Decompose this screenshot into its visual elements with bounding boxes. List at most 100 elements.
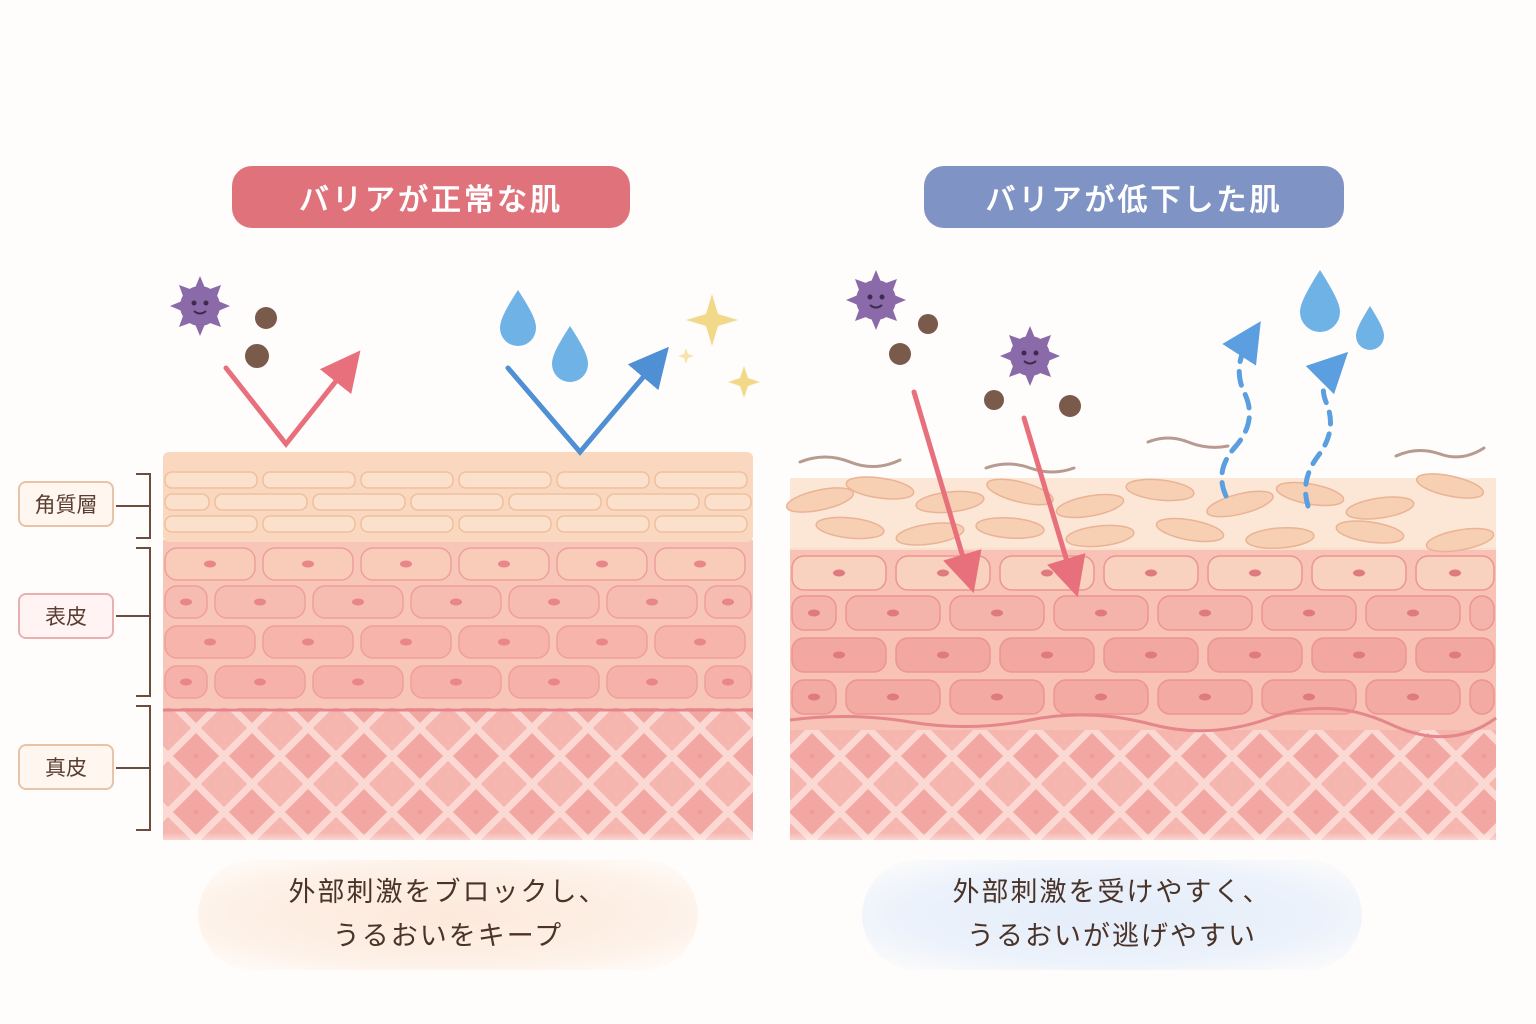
germ-icon [170,276,230,336]
cell-nucleus [254,678,266,686]
cell-nucleus [1041,569,1053,577]
title-healthy-barrier: バリアが正常な肌 [232,166,630,228]
cell-nucleus [1199,609,1211,617]
epidermis-cell [1469,595,1495,631]
label-epidermis: 表皮 [18,593,114,639]
cell-nucleus [1407,609,1419,617]
flake-cell [1415,473,1485,499]
corneum-cell [410,493,504,511]
cell-nucleus [694,560,706,568]
corneum-cell [312,493,406,511]
flake-cell [845,476,915,500]
cell-nucleus [1095,693,1107,701]
caption-weakened-line1: 外部刺激を受けやすく、 [952,877,1272,908]
corneum-cell [508,493,602,511]
irritant-penetrate-arrow [1021,415,1086,598]
flake-cell [1206,490,1274,518]
cell-nucleus [1353,569,1365,577]
corneum-cell [654,471,748,489]
flake-cell [975,516,1045,540]
corneum-cell [704,493,752,511]
cell-nucleus [302,560,314,568]
epidermis-cells-left [164,547,752,699]
cell-nucleus [352,598,364,606]
moisture-retained-arrow [505,346,669,456]
irritant-reflect-arrow [223,350,361,449]
cell-nucleus [991,693,1003,701]
cell-nucleus [180,678,192,686]
corneum-cell [606,493,700,511]
corneum-cell [164,493,210,511]
corneum-cell [262,515,356,533]
cell-nucleus [722,598,734,606]
cell-nucleus [1449,569,1461,577]
water-drop-icon [1300,270,1384,350]
dust-particle-icon [984,390,1004,410]
cell-nucleus [400,638,412,646]
corneum-cell [164,471,258,489]
dust-particle-icon [255,307,277,329]
epidermis-cells-right [791,555,1495,715]
caption-weakened-line2: うるおいが逃げやすい [967,921,1257,952]
cell-nucleus [1145,569,1157,577]
cell-nucleus [1249,651,1261,659]
moisture-escape-arrow [1219,321,1261,499]
cell-nucleus [694,638,706,646]
cell-nucleus [1353,651,1365,659]
corneum-cell [458,471,552,489]
weakened-skin-cross-section [785,436,1497,840]
cell-nucleus [991,609,1003,617]
cell-nucleus [254,598,266,606]
flake-cell [986,478,1054,506]
cell-nucleus [1095,609,1107,617]
flake-cell [1425,527,1495,553]
germ-icon [846,270,906,330]
flaking-corneum-cells-right [785,473,1495,553]
cell-nucleus [1303,609,1315,617]
flake-cell [1335,520,1405,544]
corneum-cell [360,471,454,489]
flake-cell [815,516,885,540]
dust-particle-icon [918,314,938,334]
dust-particle-icon [245,344,269,368]
corneum-cell [262,471,356,489]
epidermis-cell [1469,679,1495,715]
irritant-penetrate-arrow [911,389,982,594]
flake-cell [895,522,965,546]
cell-nucleus [887,693,899,701]
cell-nucleus [1449,651,1461,659]
dust-particle-icon [889,343,911,365]
title-weakened-barrier: バリアが低下した肌 [924,166,1344,228]
corneum-cell [654,515,748,533]
cell-nucleus [1407,693,1419,701]
cell-nucleus [808,609,820,617]
flake-cell [1155,517,1225,543]
flake-cell [1125,478,1195,502]
cell-nucleus [937,569,949,577]
cell-nucleus [450,678,462,686]
cell-nucleus [302,638,314,646]
cell-nucleus [1041,651,1053,659]
corneum-cell [556,515,650,533]
cell-nucleus [646,598,658,606]
cell-nucleus [596,638,608,646]
cell-nucleus [548,598,560,606]
label-dermis: 真皮 [18,744,114,790]
layer-brackets [116,473,151,831]
sparkle-icon [678,294,760,398]
cell-nucleus [1199,693,1211,701]
cell-nucleus [833,651,845,659]
cell-nucleus [548,678,560,686]
flake-cell [785,487,855,513]
cell-nucleus [204,560,216,568]
caption-healthy-line2: うるおいをキープ [332,921,564,952]
corneum-cell [556,471,650,489]
corneum-cell [458,515,552,533]
cell-nucleus [1145,651,1157,659]
flake-cell [1345,496,1415,520]
caption-weakened: 外部刺激を受けやすく、 うるおいが逃げやすい [862,860,1362,970]
caption-healthy: 外部刺激をブロックし、 うるおいをキープ [198,860,698,970]
caption-healthy-line1: 外部刺激をブロックし、 [288,877,608,908]
corneum-cell [360,515,454,533]
